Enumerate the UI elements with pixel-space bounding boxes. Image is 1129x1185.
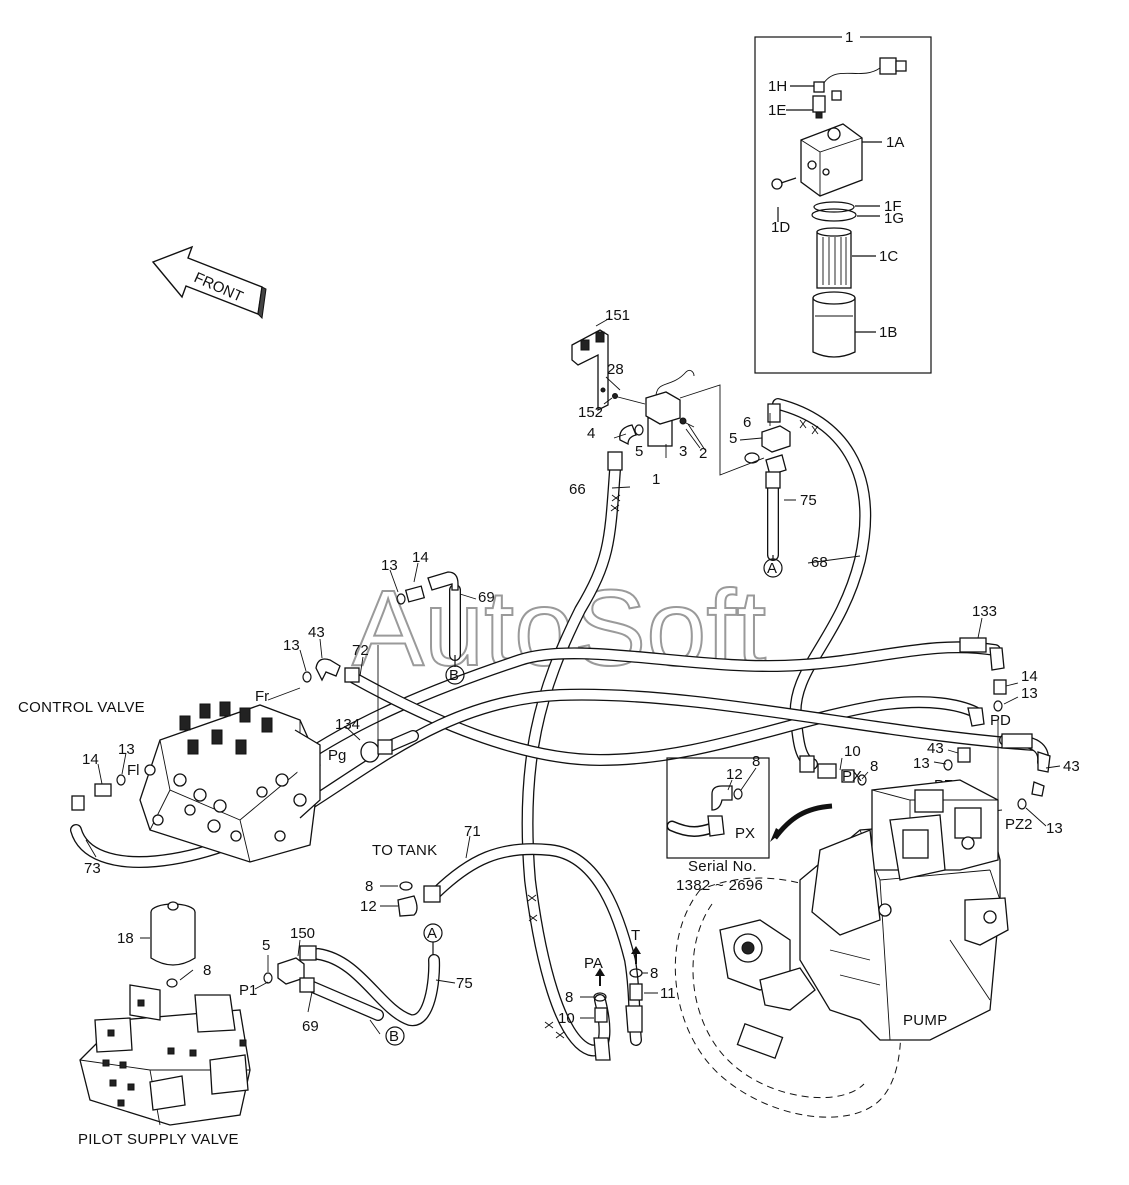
label-10-px: 10 bbox=[844, 743, 861, 760]
label-134: 134 bbox=[335, 716, 360, 733]
port-fl: Fl bbox=[127, 762, 140, 779]
label-71: 71 bbox=[464, 823, 481, 840]
control-valve bbox=[139, 701, 321, 863]
tank-fittings bbox=[397, 881, 441, 917]
port-p1: P1 bbox=[239, 982, 257, 999]
connector-b-top bbox=[445, 655, 465, 685]
connector-b-bottom-label: B bbox=[389, 1028, 399, 1045]
label-13-pd: 13 bbox=[1021, 685, 1038, 702]
label-14-pd: 14 bbox=[1021, 668, 1038, 685]
hose-lines bbox=[70, 398, 1050, 1057]
pump-fittings bbox=[799, 637, 1051, 810]
connector-a-top bbox=[763, 555, 783, 578]
hose-braid-marks bbox=[527, 419, 819, 1039]
label-14-fl: 14 bbox=[82, 751, 99, 768]
label-152: 152 bbox=[578, 404, 603, 421]
label-5-p1: 5 bbox=[262, 937, 270, 954]
port-px: PX bbox=[842, 768, 862, 785]
label-3: 3 bbox=[679, 443, 687, 460]
label-1a: 1A bbox=[886, 134, 904, 151]
label-1g: 1G bbox=[884, 210, 904, 227]
pilot-supply-fittings bbox=[263, 945, 317, 993]
port-px-inset: PX bbox=[735, 825, 755, 842]
pilot-supply-valve-label: PILOT SUPPLY VALVE bbox=[78, 1131, 239, 1148]
label-1-installed: 1 bbox=[652, 471, 660, 488]
label-14-mid: 14 bbox=[412, 549, 429, 566]
label-69-top: 69 bbox=[478, 589, 495, 606]
port-pa: PA bbox=[584, 955, 603, 972]
label-8-t: 8 bbox=[650, 965, 658, 982]
pilot-filter bbox=[571, 329, 791, 489]
pilot-supply-valve bbox=[79, 984, 251, 1126]
label-43-fr: 43 bbox=[308, 624, 325, 641]
label-13-pz1: 13 bbox=[913, 755, 930, 772]
label-13-mid: 13 bbox=[381, 557, 398, 574]
label-12-tank: 12 bbox=[360, 898, 377, 915]
filter-assembly-detail bbox=[754, 30, 932, 374]
label-43-pz1: 43 bbox=[927, 740, 944, 757]
accumulator bbox=[150, 901, 196, 988]
label-1h: 1H bbox=[768, 78, 787, 95]
label-133: 133 bbox=[972, 603, 997, 620]
label-72: 72 bbox=[352, 642, 369, 659]
label-75-top: 75 bbox=[800, 492, 817, 509]
label-68: 68 bbox=[811, 554, 828, 571]
label-8-acc: 8 bbox=[203, 962, 211, 979]
label-6: 6 bbox=[743, 414, 751, 431]
pa-t-fittings bbox=[593, 946, 643, 1061]
pump-label: PUMP bbox=[903, 1012, 948, 1029]
port-pg: Pg bbox=[328, 747, 346, 764]
label-8-pa: 8 bbox=[565, 989, 573, 1006]
label-11: 11 bbox=[660, 985, 676, 1002]
label-10-pa: 10 bbox=[558, 1010, 575, 1027]
connector-a-top-label: A bbox=[767, 560, 777, 577]
label-73: 73 bbox=[84, 860, 101, 877]
control-valve-fittings bbox=[71, 571, 459, 811]
label-8-tank: 8 bbox=[365, 878, 373, 895]
connector-b-top-label: B bbox=[449, 667, 459, 684]
serial-label-line2: 1382 ~ 2696 bbox=[676, 877, 763, 894]
label-5-top: 5 bbox=[635, 443, 643, 460]
label-5-tee: 5 bbox=[729, 430, 737, 447]
label-1d: 1D bbox=[771, 219, 790, 236]
label-1: 1 bbox=[845, 29, 853, 46]
label-150: 150 bbox=[290, 925, 315, 942]
label-2: 2 bbox=[699, 445, 707, 462]
port-pz2: PZ2 bbox=[1005, 816, 1033, 833]
label-66: 66 bbox=[569, 481, 586, 498]
to-tank-label: TO TANK bbox=[372, 842, 437, 859]
label-4: 4 bbox=[587, 425, 595, 442]
label-43-right: 43 bbox=[1063, 758, 1080, 775]
connector-a-bottom bbox=[423, 923, 443, 955]
label-13-fl: 13 bbox=[118, 741, 135, 758]
label-18: 18 bbox=[117, 930, 134, 947]
port-pd: PD bbox=[990, 712, 1011, 729]
label-13-right: 13 bbox=[1046, 820, 1063, 837]
label-1e: 1E bbox=[768, 102, 786, 119]
port-fr: Fr bbox=[255, 688, 269, 705]
label-8-px: 8 bbox=[870, 758, 878, 775]
label-75-bottom: 75 bbox=[456, 975, 473, 992]
label-13-fr: 13 bbox=[283, 637, 300, 654]
label-1f: 1F bbox=[884, 198, 902, 215]
label-28: 28 bbox=[607, 361, 624, 378]
connector-b-bottom bbox=[385, 1026, 405, 1046]
connector-a-bottom-label: A bbox=[427, 925, 437, 942]
main-pump bbox=[674, 779, 1009, 1118]
label-1c: 1C bbox=[879, 248, 898, 265]
serial-detail-inset bbox=[666, 757, 833, 859]
control-valve-label: CONTROL VALVE bbox=[18, 699, 145, 716]
front-arrow: FRONT bbox=[151, 245, 267, 320]
label-8-inset: 8 bbox=[752, 753, 760, 770]
serial-label-line1: Serial No. bbox=[688, 858, 757, 875]
label-1b: 1B bbox=[879, 324, 897, 341]
port-t: T bbox=[631, 927, 640, 944]
label-69-bottom: 69 bbox=[302, 1018, 319, 1035]
label-151: 151 bbox=[605, 307, 630, 324]
label-12-inset: 12 bbox=[726, 766, 743, 783]
